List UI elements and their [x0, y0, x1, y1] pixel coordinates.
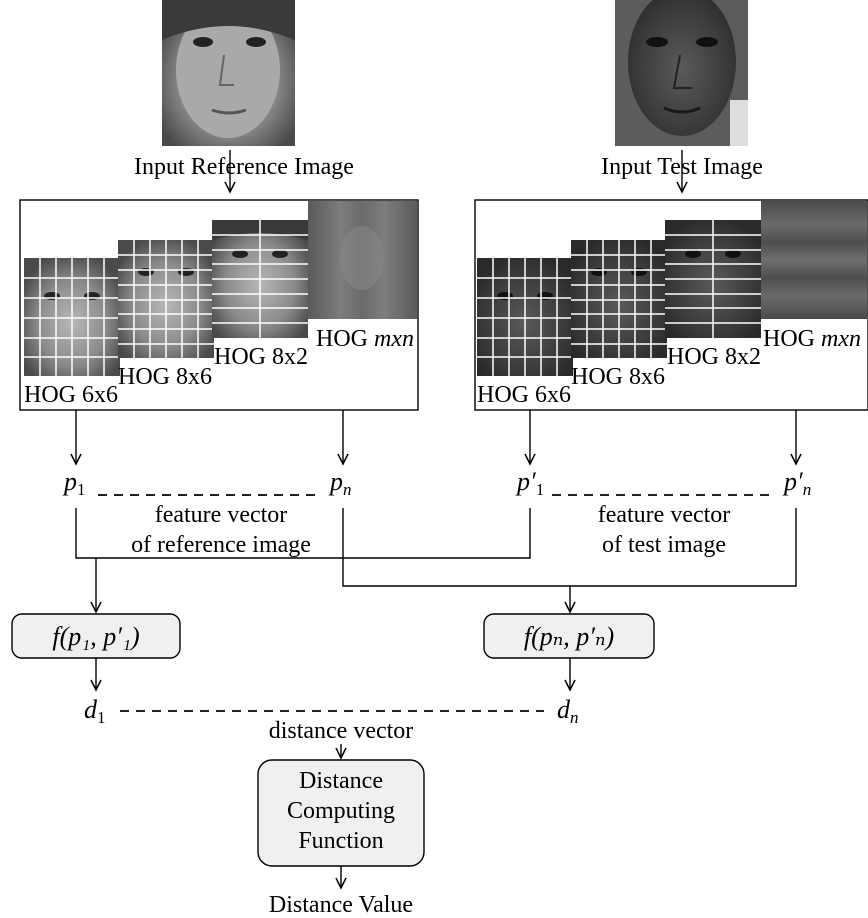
function-f1-label: f(p₁, p′₁) [52, 622, 139, 651]
test-hog-mxn-label: HOG mxn [763, 326, 861, 352]
test-hog-8x2-thumbnail [665, 220, 761, 338]
test-feature-caption-2: of test image [602, 532, 726, 558]
ref-feature-caption-1: feature vector [155, 502, 288, 528]
distance-function-line1: Distance [299, 768, 383, 794]
test-p1prime-label: p′1 [515, 467, 544, 499]
distance-vector-caption: distance vector [269, 718, 414, 744]
test-input-image [615, 0, 748, 146]
distance-value-label: Distance Value [269, 892, 413, 918]
test-hog-6x6-thumbnail [477, 258, 573, 376]
distance-dn-label: dn [557, 695, 579, 727]
test-hog-8x2-label: HOG 8x2 [667, 344, 761, 370]
distance-d1-label: d1 [84, 695, 106, 727]
test-pnprime-label: p′n [782, 467, 811, 499]
function-fn-box [483, 613, 655, 659]
reference-input-label: Input Reference Image [134, 154, 354, 180]
connector-p1-pair [75, 508, 531, 559]
reference-hog-8x2-label: HOG 8x2 [214, 344, 308, 370]
reference-hog-8x6-label: HOG 8x6 [118, 364, 212, 390]
ref-pn-label: pn [328, 467, 352, 499]
ref-feature-caption-2: of reference image [131, 532, 311, 558]
distance-function-line2: Computing [287, 798, 395, 824]
test-hog-mxn-thumbnail [761, 201, 867, 319]
test-feature-caption-1: feature vector [598, 502, 731, 528]
reference-hog-mxn-thumbnail [308, 201, 417, 319]
function-fn-label: f(pₙ, p′ₙ) [524, 622, 614, 651]
test-hog-8x6-label: HOG 8x6 [571, 364, 665, 390]
reference-hog-8x2-thumbnail [212, 220, 308, 338]
reference-hog-6x6-thumbnail [24, 258, 120, 376]
distance-function-line3: Function [298, 828, 383, 854]
ref-p1-label: p1 [62, 467, 86, 499]
reference-hog-8x6-thumbnail [118, 240, 214, 358]
reference-hog-6x6-label: HOG 6x6 [24, 382, 118, 408]
test-hog-6x6-label: HOG 6x6 [477, 382, 571, 408]
reference-hog-mxn-label: HOG mxn [316, 326, 414, 352]
reference-input-image [162, 0, 295, 146]
test-hog-8x6-thumbnail [571, 240, 667, 358]
